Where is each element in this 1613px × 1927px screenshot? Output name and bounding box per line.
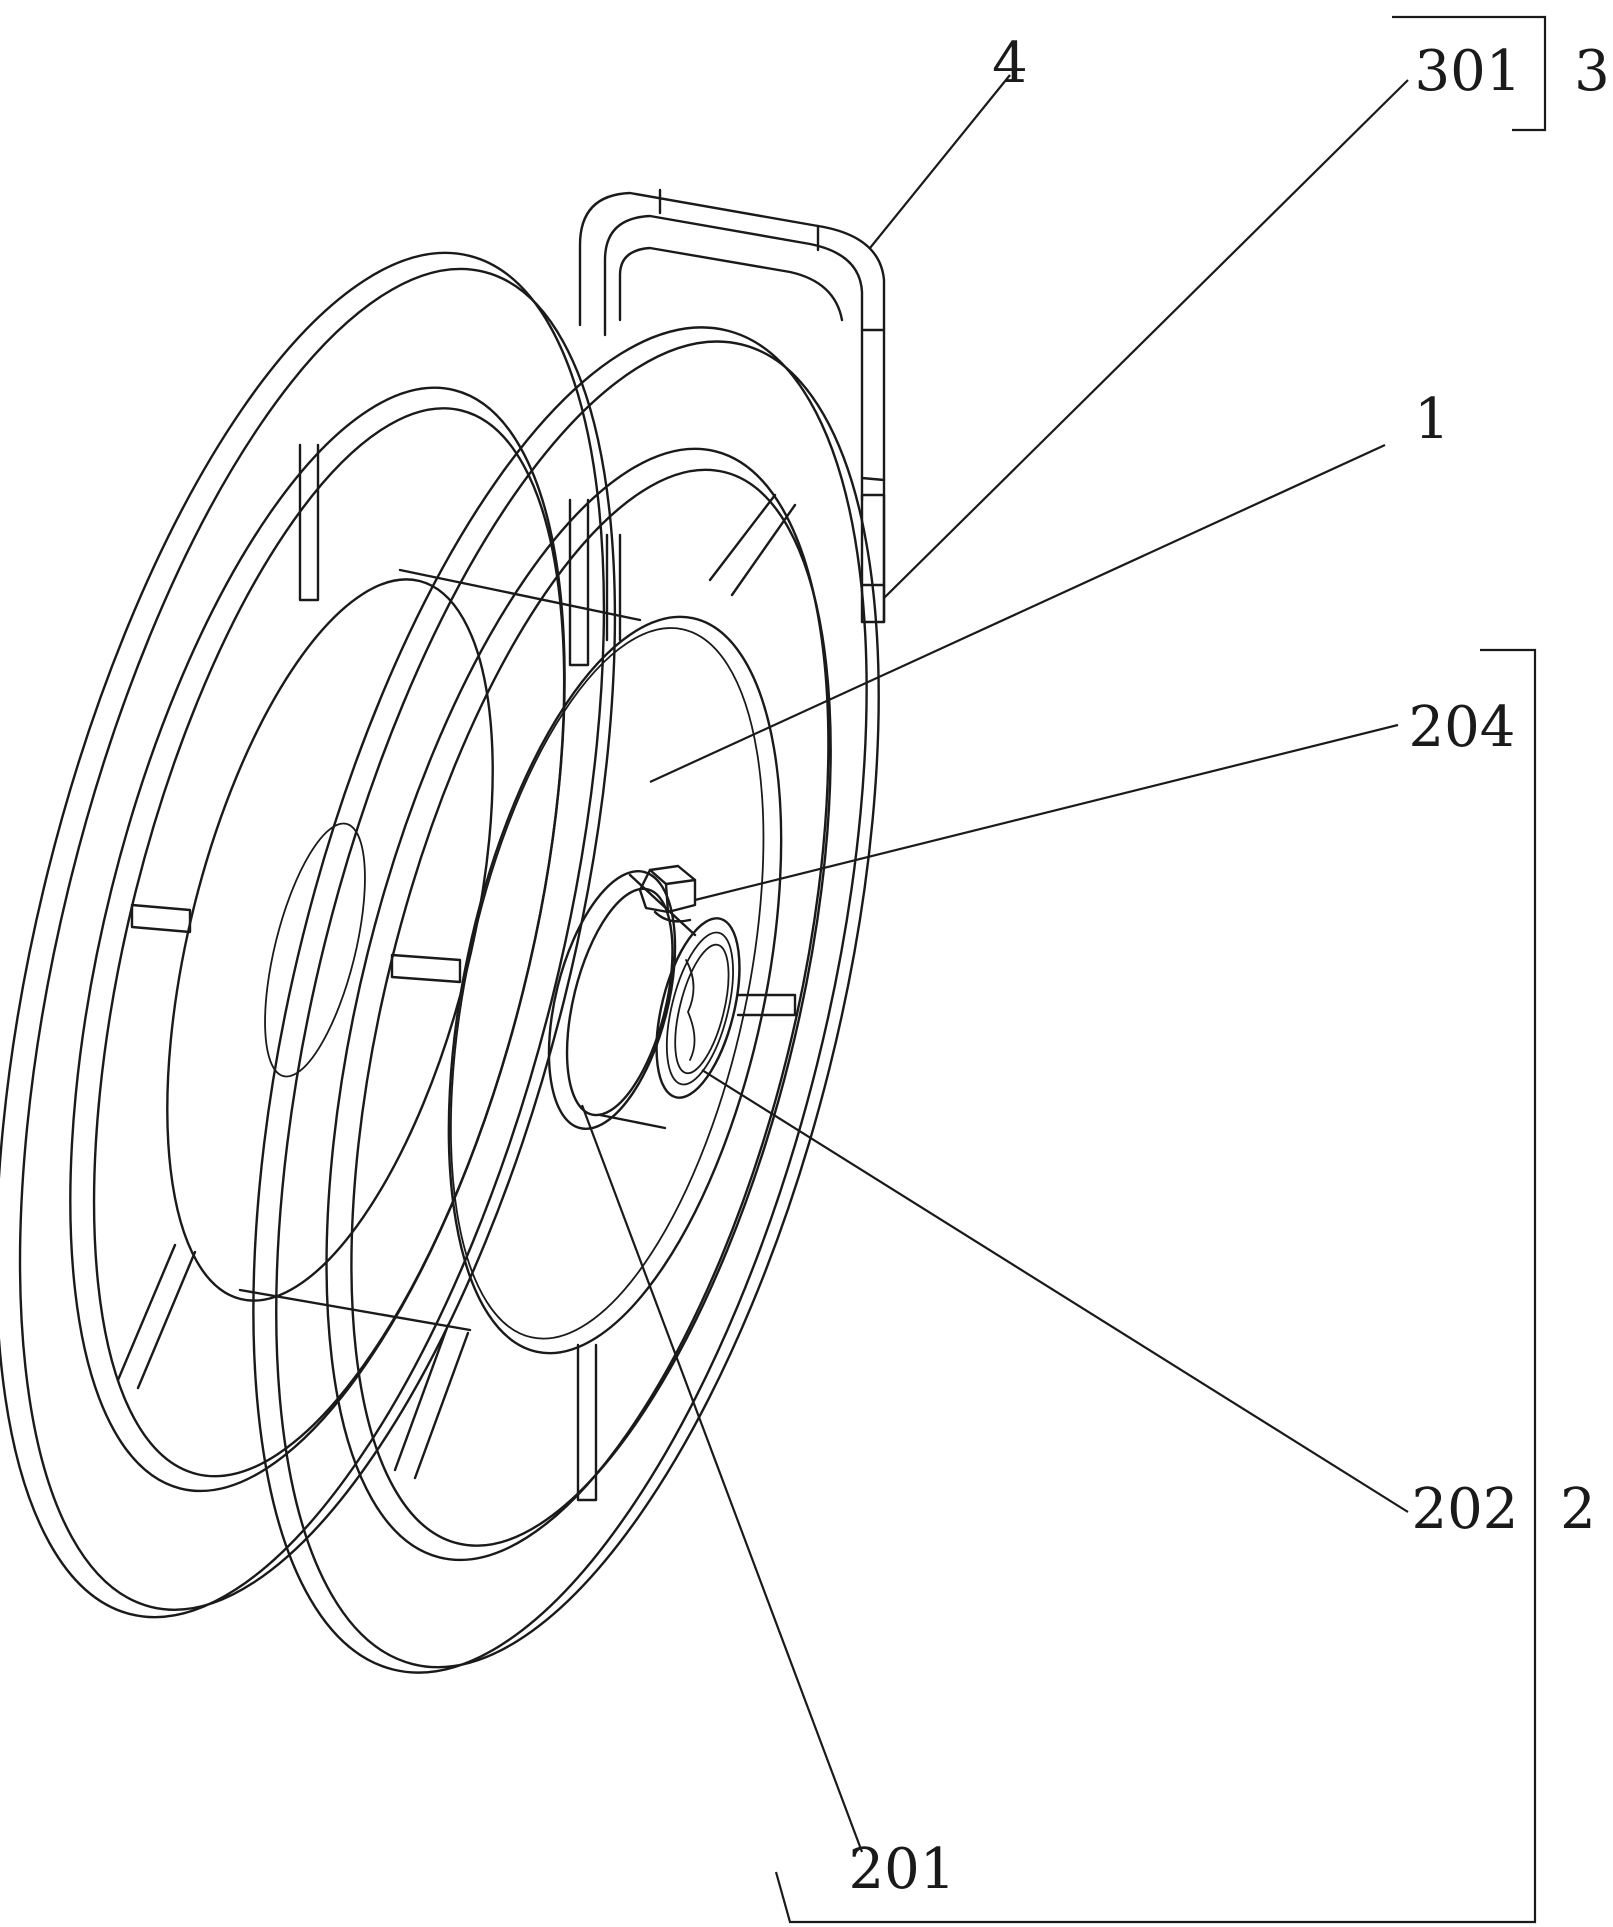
face-plate bbox=[447, 615, 783, 1355]
leader-1 bbox=[649, 444, 1386, 783]
back-flange bbox=[0, 251, 617, 1619]
leader-202 bbox=[701, 1069, 1409, 1513]
label-3: 3 bbox=[1574, 39, 1610, 104]
bracket-2 bbox=[774, 648, 1537, 1924]
label-2: 2 bbox=[1560, 1477, 1596, 1542]
label-1: 1 bbox=[1414, 387, 1450, 452]
front-flange bbox=[252, 326, 880, 1674]
label-4: 4 bbox=[992, 31, 1028, 96]
drum bbox=[166, 568, 642, 1332]
bore-assembly bbox=[547, 870, 741, 1130]
label-202: 202 bbox=[1412, 1477, 1519, 1542]
leader-201 bbox=[580, 1104, 864, 1853]
label-204: 204 bbox=[1409, 695, 1516, 760]
leader-204 bbox=[694, 723, 1399, 902]
set-screw bbox=[638, 864, 697, 923]
leader-301 bbox=[883, 79, 1409, 599]
handle bbox=[578, 188, 886, 624]
leader-4 bbox=[869, 74, 1011, 249]
bracket-3 bbox=[1392, 15, 1547, 132]
label-301: 301 bbox=[1415, 39, 1522, 104]
leader-lines bbox=[580, 74, 1409, 1853]
label-201: 201 bbox=[849, 1837, 956, 1902]
